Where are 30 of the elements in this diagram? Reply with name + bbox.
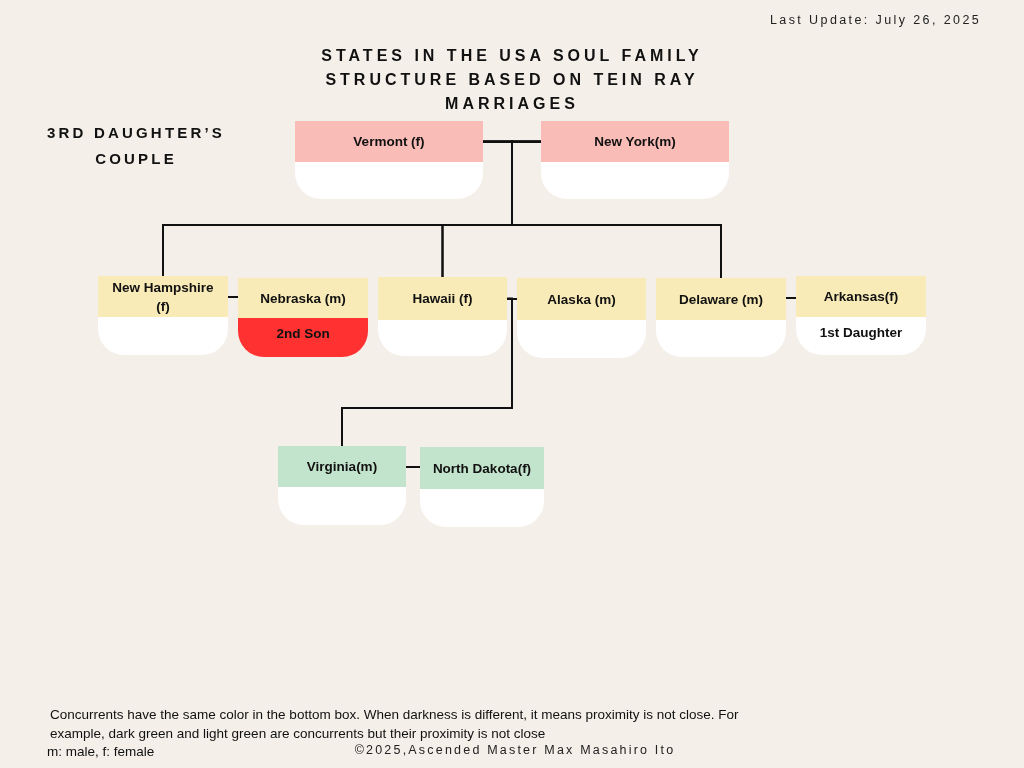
person-card [238,278,368,357]
person-name: Arkansas(f) [823,288,899,306]
person-card [796,276,926,355]
person-name: Virginia(m) [306,458,378,476]
person-card [420,447,544,527]
person-name: Nebraska (m) [260,289,346,308]
person-card [98,276,228,355]
person-name: Hawaii (f) [412,290,473,308]
person-name: Delaware (m) [678,290,763,309]
person-name: New Hampshire (f) [111,278,215,316]
connector-line [227,296,239,298]
person-card [278,446,406,525]
person-name: New York(m) [594,133,676,151]
person-card [541,121,729,199]
person-name: Alaska (m) [547,290,616,309]
section-heading: 3RD DAUGHTER’S COUPLE [45,123,227,169]
person-name: Vermont (f) [353,133,425,151]
connector-line [405,466,421,468]
copyright-note: ©2025,Ascended Master Max Masahiro Ito [353,743,677,757]
person-card [378,277,507,356]
key-note: m: male, f: female [47,744,155,759]
role-text: 1st Daughter [819,325,903,340]
update-date: Last Update: July 26, 2025 [770,13,983,27]
connector-line [785,297,797,299]
person-card [295,121,483,199]
title: STATES IN THE USA SOUL FAMILY STRUCTURE BASED ON TEIN RAY MARRIAGES [320,46,704,114]
person-card [517,278,646,358]
person-card [656,278,786,357]
role-text: 2nd Son [276,326,330,341]
person-name: North Dakota(f) [432,459,532,478]
